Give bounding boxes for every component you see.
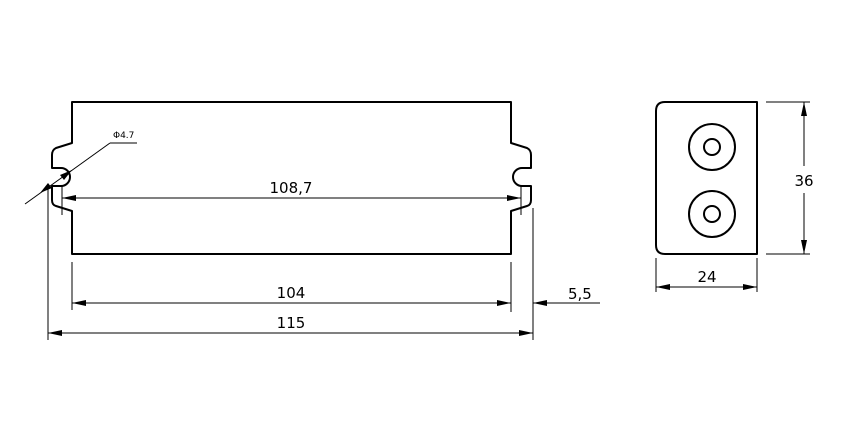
terminal-hole: [703, 138, 721, 156]
dimension-tab-offset: 5,5: [533, 285, 600, 306]
dimension-body-length: 104: [72, 284, 511, 306]
width-label: 24: [697, 268, 716, 286]
tab-offset-label: 5,5: [568, 285, 592, 303]
hole-diameter-callout: Φ4.7: [24, 131, 137, 205]
terminal-outer-ring: [688, 123, 736, 171]
overall-length-label: 115: [277, 314, 306, 332]
side-view-outline: [655, 101, 758, 255]
height-label: 36: [794, 172, 813, 190]
dimension-overall-length: 115: [48, 314, 533, 336]
dimension-width: 24: [655, 258, 758, 292]
body-length-label: 104: [277, 284, 306, 302]
terminal-outer-ring: [688, 190, 736, 238]
hole-diameter-label: Φ4.7: [113, 131, 134, 141]
slot-distance-label: 108,7: [270, 179, 313, 197]
front-view-outline: [51, 101, 532, 255]
terminal-hole: [703, 205, 721, 223]
dimension-height: 36: [766, 101, 814, 255]
dimension-slot-distance: 108,7: [61, 179, 522, 215]
side-view: [655, 101, 758, 255]
